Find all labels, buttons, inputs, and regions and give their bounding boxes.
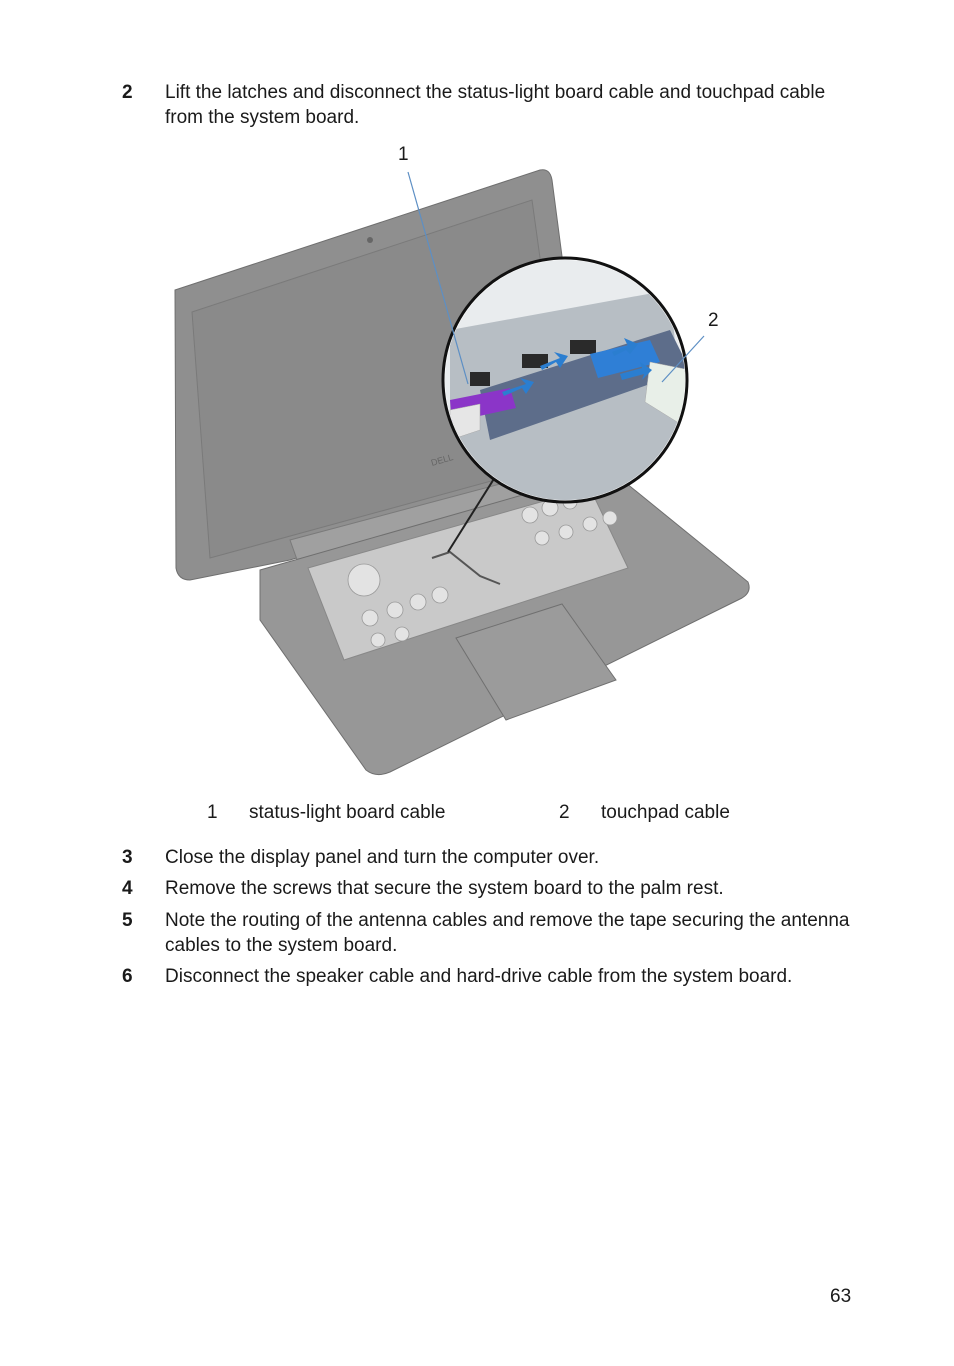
detail-view — [445, 260, 685, 500]
step-number: 2 — [122, 82, 133, 103]
step-number: 4 — [122, 878, 133, 899]
step-text: Remove the screws that secure the system… — [165, 878, 724, 899]
step-text: Disconnect the speaker cable and hard-dr… — [165, 966, 793, 987]
callout-label-1: 1 — [398, 144, 409, 165]
legend-item-1-number: 1 — [207, 802, 218, 823]
legend-item-1-label: status-light board cable — [249, 802, 446, 823]
step-number: 5 — [122, 910, 133, 931]
callout-leader-1 — [407, 171, 469, 385]
step-text: Note the routing of the antenna cables a… — [165, 910, 850, 956]
legend-item-2-number: 2 — [559, 802, 570, 823]
step-text: Lift the latches and disconnect the stat… — [165, 82, 826, 128]
laptop-figure-svg: DELL — [174, 169, 750, 776]
callout-leader-2 — [661, 335, 705, 383]
laptop-illustration: DELL — [150, 140, 770, 780]
legend-item-2-label: touchpad cable — [601, 802, 730, 823]
cable-trace — [431, 550, 501, 585]
step-text: Close the display panel and turn the com… — [165, 847, 600, 868]
step-number: 6 — [122, 966, 133, 987]
keyboard-opening — [307, 487, 629, 661]
touchpad — [455, 603, 617, 721]
callout-label-2: 2 — [708, 310, 719, 331]
step-number: 3 — [122, 847, 133, 868]
webcam-icon — [367, 237, 373, 243]
page-number: 63 — [830, 1286, 852, 1307]
